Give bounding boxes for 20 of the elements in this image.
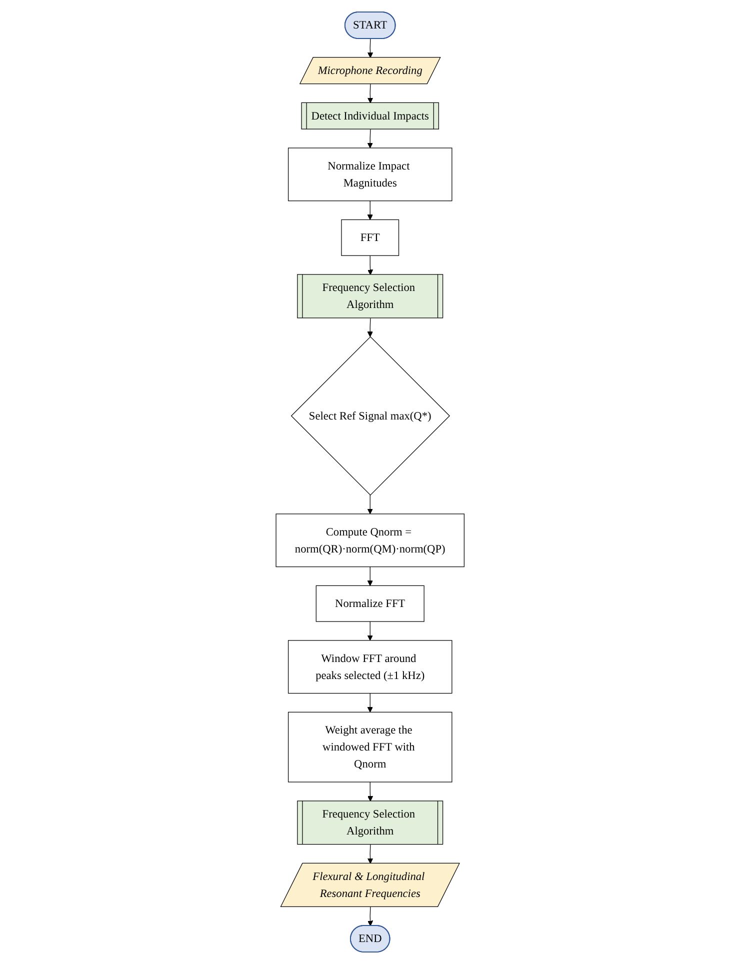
arrow [367,494,373,514]
node-diamond: Select Ref Signal max(Q*) [290,336,450,495]
arrow [367,254,373,275]
arrow [367,128,373,148]
node-box: Normalize FFT [316,584,424,622]
arrow [367,781,373,801]
node-box: Window FFT around peaks selected (±1 kHz) [288,640,452,694]
arrow [367,83,373,103]
arrow [367,844,373,864]
node-box: Weight average the windowed FFT with Qnorm [288,711,452,782]
arrow [367,906,373,926]
arrow [367,38,373,58]
arrow [367,566,373,586]
node-box: Normalize Impact Magnitudes [288,147,452,201]
arrow [367,692,373,712]
arrow [367,200,373,220]
node-box: Compute Qnorm = norm(QR)·norm(QM)·norm(QP) [276,513,464,567]
arrow [367,620,373,640]
node-box: FFT [341,218,399,256]
arrow [367,317,373,337]
